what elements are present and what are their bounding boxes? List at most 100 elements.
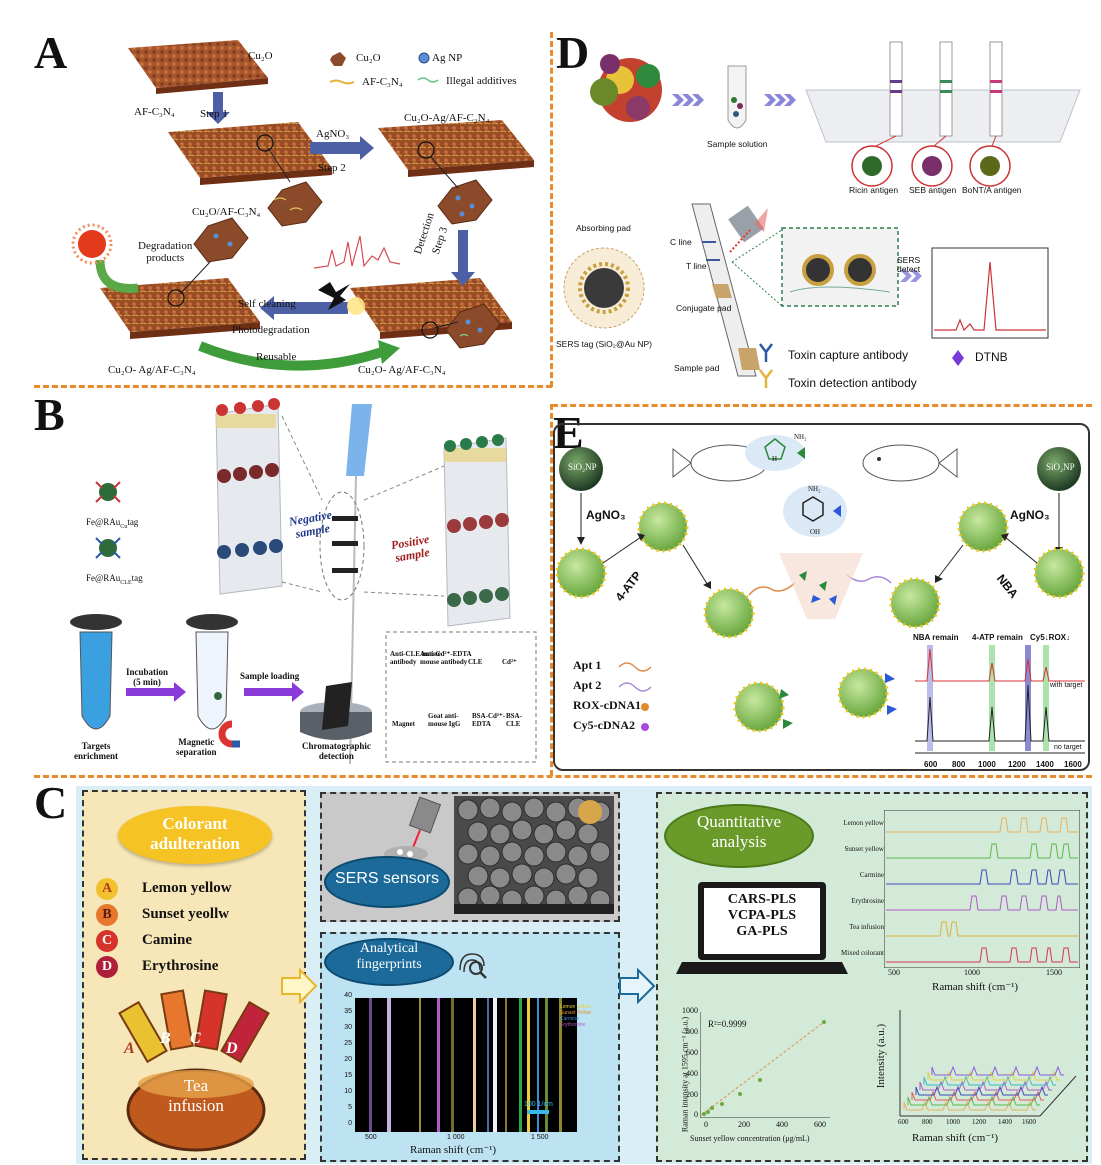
spectra-label: Carmine	[859, 871, 884, 879]
label-nh2-top: NH₂	[794, 433, 807, 441]
calibration-point	[758, 1078, 762, 1082]
waterfall-xlabel: Raman shift (cm⁻¹)	[912, 1132, 999, 1144]
fp-ytick: 30	[344, 1024, 352, 1031]
panel-letter-c: C	[34, 777, 68, 828]
arrow-to-fingerprints	[281, 968, 318, 1004]
label-h: H	[772, 455, 778, 463]
tyramine-molecule-icon	[783, 485, 847, 537]
label-sers-detect: SERS detect	[897, 255, 921, 275]
spectra-label: Tea infusion	[849, 923, 884, 931]
label-ricin: Ricin antigen	[849, 185, 899, 195]
label-cy5-rox: Cy5↓ROX↓	[1030, 633, 1071, 642]
syringe-letter-a: A	[124, 1040, 135, 1057]
label-tag-cle: Fe@RAuCLEtag	[86, 573, 143, 586]
label-reusable: Reusable	[256, 351, 297, 363]
laser-bolt-icon	[318, 282, 350, 310]
fingerprint-xticks: 500 1 000 1 500	[355, 1134, 577, 1144]
legend-agnp-label: Ag NP	[432, 52, 463, 64]
colorant-name: Erythrosine	[142, 958, 219, 974]
label-step1: Step 1	[200, 108, 228, 120]
wf-xtick: 1200	[972, 1118, 986, 1126]
reusable-arrow	[198, 341, 384, 371]
wf-xtick: 1400	[998, 1118, 1012, 1126]
calib-ytick: 200	[686, 1090, 698, 1099]
ricin-antigen-icon	[851, 145, 893, 187]
label-with-target: with target	[1050, 682, 1083, 689]
label-cy5: Cy5-cDNA2	[573, 718, 635, 732]
legend-af-c3n4-icon	[329, 79, 355, 85]
fp-ytick: 35	[344, 1008, 352, 1015]
legend-item-7: BSA-CLE	[506, 712, 522, 729]
fp-legend-item: Lemon yellow	[560, 1004, 591, 1010]
ag-np-bottom-left	[733, 681, 793, 733]
waterfall-chart	[899, 1010, 1077, 1117]
colorant-item-c: C Camine	[96, 928, 296, 952]
label-conjugate-pad: Conjugate pad	[676, 303, 732, 313]
method-item: CARS-PLS	[727, 892, 797, 907]
calib-ytick: 800	[686, 1027, 698, 1036]
colorant-name: Lemon yellow	[142, 880, 232, 896]
fp-ytick: 20	[344, 1056, 352, 1063]
calib-ytick: 400	[686, 1069, 698, 1078]
fingerprint-xlabel: Raman shift (cm⁻¹)	[410, 1144, 497, 1156]
fingerprint-heatmap	[355, 998, 577, 1132]
divider-vertical-bottom	[550, 404, 553, 776]
label-af-c3n4: AF-C₃N₄	[134, 106, 175, 118]
sers-tag-icon	[563, 247, 645, 329]
syringe-letter-d: D	[226, 1040, 238, 1057]
legend-item-4: Magnet	[392, 720, 415, 728]
fe-rau-cu-tag-icon	[95, 481, 121, 503]
wf-xtick: 800	[922, 1118, 933, 1126]
method-item: GA-PLS	[736, 924, 788, 940]
arrow-to-tube	[672, 94, 704, 106]
divider-horizontal-a-b	[34, 385, 552, 388]
fingerprint-icon	[459, 953, 487, 979]
label-agno3-left: AgNO₃	[586, 508, 626, 522]
analytical-pill	[324, 938, 454, 986]
fp-ytick: 15	[344, 1072, 352, 1079]
calib-ytick: 0	[694, 1110, 698, 1119]
label-detection-antibody: Toxin detection antibody	[788, 376, 917, 390]
legend-illegal-label: Illegal additives	[446, 75, 517, 87]
panel-letter-b: B	[34, 389, 65, 440]
calib-xtick: 0	[704, 1120, 708, 1129]
label-no-target: no target	[1054, 744, 1082, 751]
e-xtick: 800	[952, 760, 966, 769]
waterfall-xticks: 600 800 1000 1200 1400 1600	[898, 1118, 1048, 1128]
syringe-c	[194, 989, 228, 1051]
spectra-label: Lemon yellow	[843, 819, 884, 827]
colorant-badge: A	[96, 878, 118, 900]
panel-a-diagram	[71, 40, 534, 371]
dtnb-icon	[952, 350, 964, 366]
fp-xtick: 1 500	[531, 1134, 549, 1141]
ag-np-right	[1033, 547, 1085, 599]
ag-np-nba	[957, 501, 1009, 553]
arrow-to-spectrum	[900, 270, 922, 282]
magnetic-separation-tube-icon	[186, 614, 238, 730]
syringe-d	[220, 1000, 270, 1064]
colorant-badge: C	[96, 930, 118, 952]
spectra-xlabel: Raman shift (cm⁻¹)	[932, 981, 1019, 993]
label-cu2o-af: Cu₂O/AF-C₃N₄	[192, 206, 261, 218]
fp-legend-item: Carmine	[560, 1016, 579, 1022]
spectra-xtick: 500	[888, 968, 900, 977]
syringe-letter-c: C	[190, 1030, 201, 1047]
colorant-badge: D	[96, 956, 118, 978]
laptop-icon	[676, 882, 848, 974]
calibration-point	[710, 1106, 714, 1110]
label-oh: OH	[810, 528, 821, 536]
arrow-to-strips	[764, 94, 796, 106]
label-apt1: Apt 1	[573, 658, 602, 672]
fp-legend-item: Sunset Yellow	[560, 1010, 592, 1016]
calib-ytick: 600	[686, 1048, 698, 1057]
label-degradation: Degradation products	[138, 240, 193, 265]
label-sers-tag: SERS tag (SiO₂@Au NP)	[556, 339, 653, 349]
e-xtick: 1000	[978, 760, 996, 769]
label-c-line: C line	[670, 237, 692, 247]
calibration-point	[702, 1112, 706, 1116]
label-nba-remain: NBA remain	[913, 633, 959, 642]
sers-spectrum-box	[931, 247, 1049, 339]
stacked-spectra-chart	[884, 810, 1080, 968]
label-sample-loading: Sample loading	[240, 671, 300, 681]
label-apt2: Apt 2	[573, 678, 602, 692]
